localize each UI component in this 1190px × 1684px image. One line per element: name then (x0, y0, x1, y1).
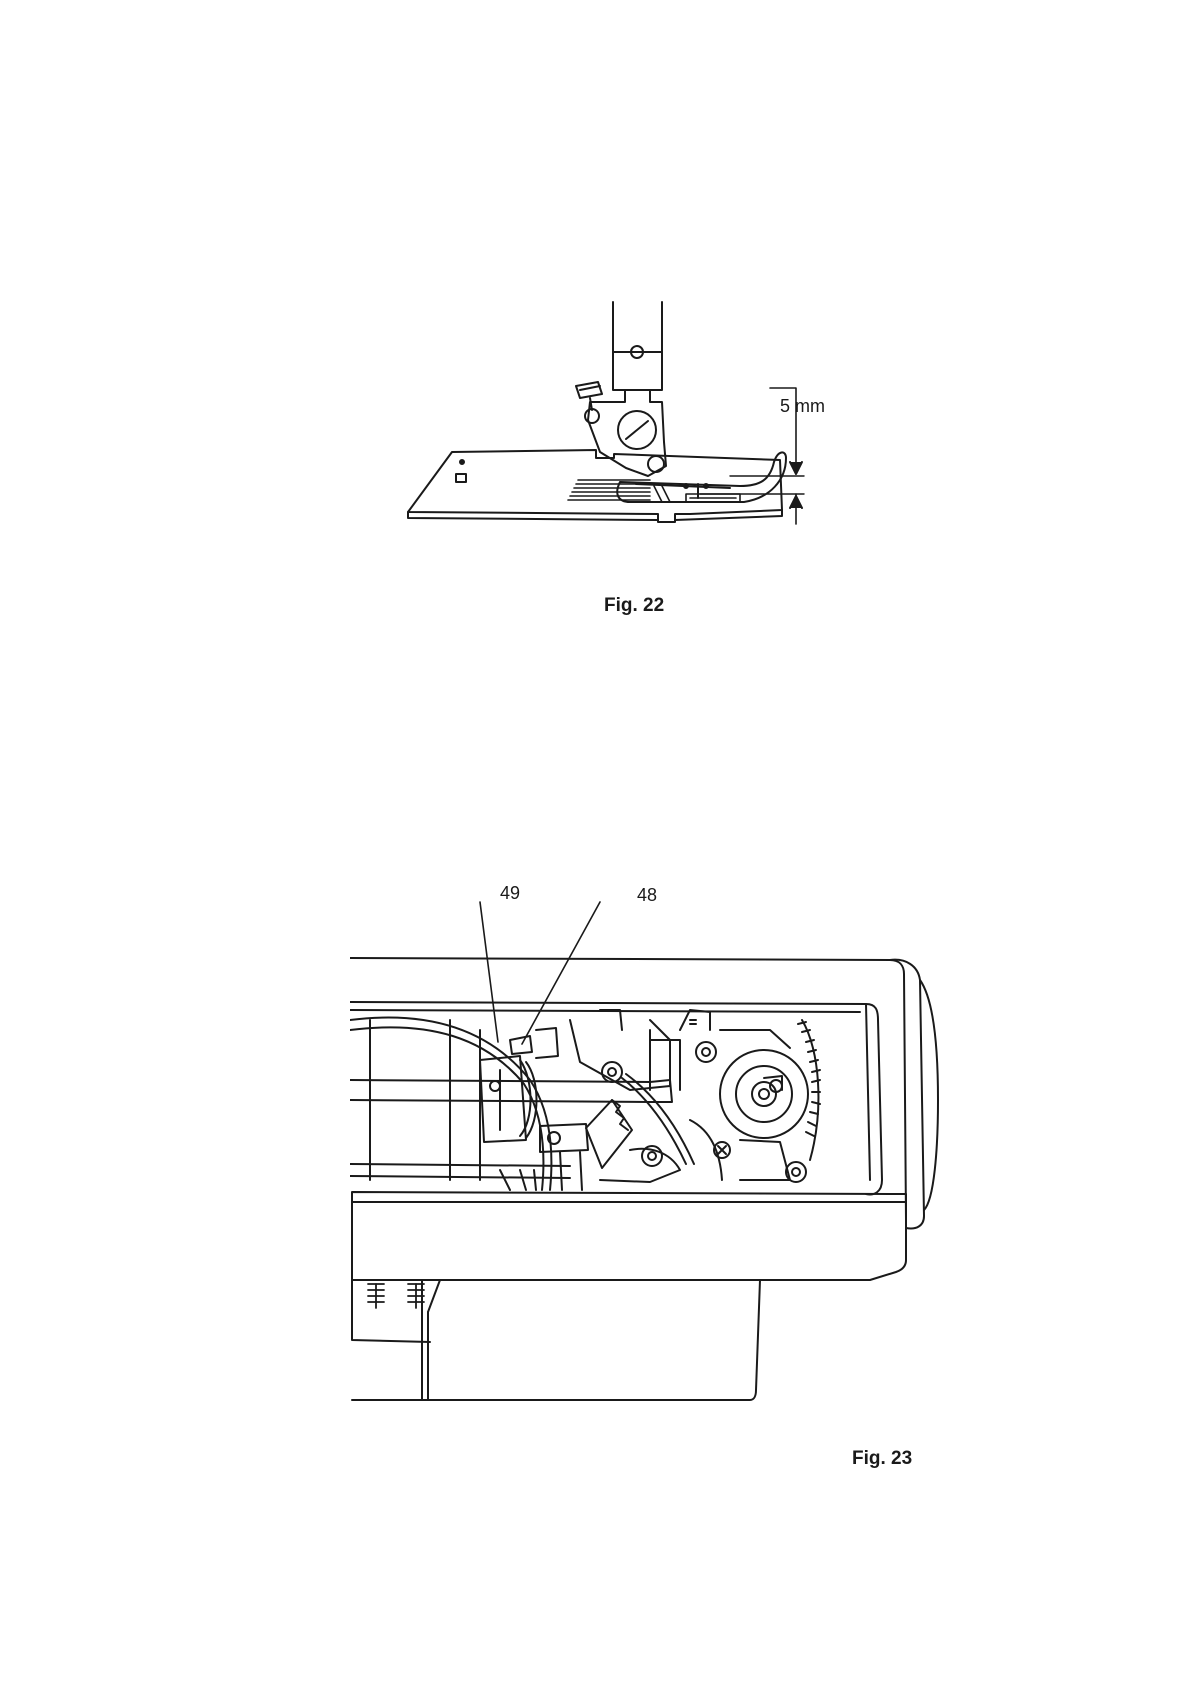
figure-22-presser-foot-illustration (400, 290, 880, 580)
figure-23-caption: Fig. 23 (852, 1448, 912, 1470)
callout-48: 48 (637, 885, 657, 906)
figure-22-caption: Fig. 22 (604, 595, 664, 617)
callout-49: 49 (500, 883, 520, 904)
figure-23-machine-interior-illustration (350, 880, 950, 1440)
dimension-label-5mm: 5 mm (780, 396, 825, 417)
